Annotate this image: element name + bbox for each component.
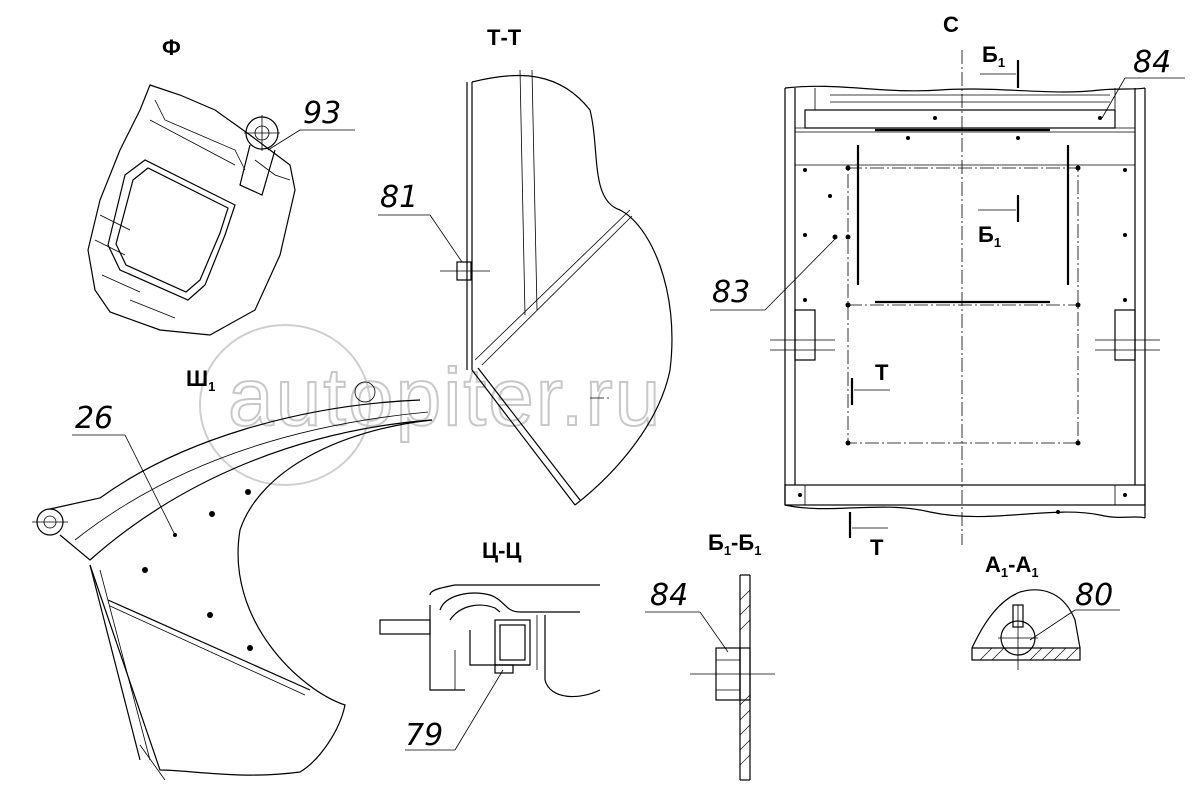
callout-83-label: 83 [712, 275, 750, 310]
view-sh1-title: Ш1 [186, 366, 215, 394]
callout-80: 80 [1029, 578, 1120, 641]
view-tt-title: Т-Т [487, 25, 522, 50]
view-b1b1-title: Б1-Б1 [708, 530, 761, 558]
watermark: autopiter.ru [199, 324, 662, 486]
callout-93-label: 93 [303, 96, 341, 131]
callout-26-label: 26 [75, 401, 113, 436]
callout-79: 79 [405, 669, 504, 753]
view-tt: Т-Т [440, 25, 673, 506]
view-b1b1: Б1-Б1 [690, 530, 775, 781]
callout-84-top: 84 [1101, 45, 1185, 119]
view-c-title: С [943, 12, 959, 37]
callout-93: 93 [267, 96, 355, 151]
mark-b1-top: Б1 [982, 42, 1005, 70]
callout-84-b-label: 84 [650, 578, 688, 613]
view-a1a1: А1-А1 [971, 552, 1081, 670]
view-a1a1-title: А1-А1 [985, 552, 1039, 580]
view-sh1: Ш1 [32, 366, 433, 781]
view-f: Ф [87, 35, 296, 336]
mark-b1-mid: Б1 [978, 222, 1001, 250]
view-f-title: Ф [162, 35, 181, 60]
fastener-dots [798, 116, 1127, 514]
callout-84-b: 84 [645, 578, 729, 653]
watermark-text: autopiter.ru [228, 352, 662, 443]
callout-79-label: 79 [405, 718, 443, 753]
callout-26: 26 [72, 401, 176, 536]
callout-83: 83 [710, 237, 837, 311]
callout-84-top-label: 84 [1133, 45, 1171, 80]
view-tsts-title: Ц-Ц [482, 538, 521, 563]
arm-rivets [142, 489, 253, 651]
callout-80-label: 80 [1075, 578, 1113, 613]
mark-t-bottom: Т [870, 535, 884, 560]
callout-81-label: 81 [380, 180, 418, 215]
view-tsts: Ц-Ц [379, 538, 601, 698]
mark-t-mid: Т [875, 360, 889, 385]
view-c: С [770, 12, 1160, 560]
callout-81: 81 [378, 180, 463, 263]
